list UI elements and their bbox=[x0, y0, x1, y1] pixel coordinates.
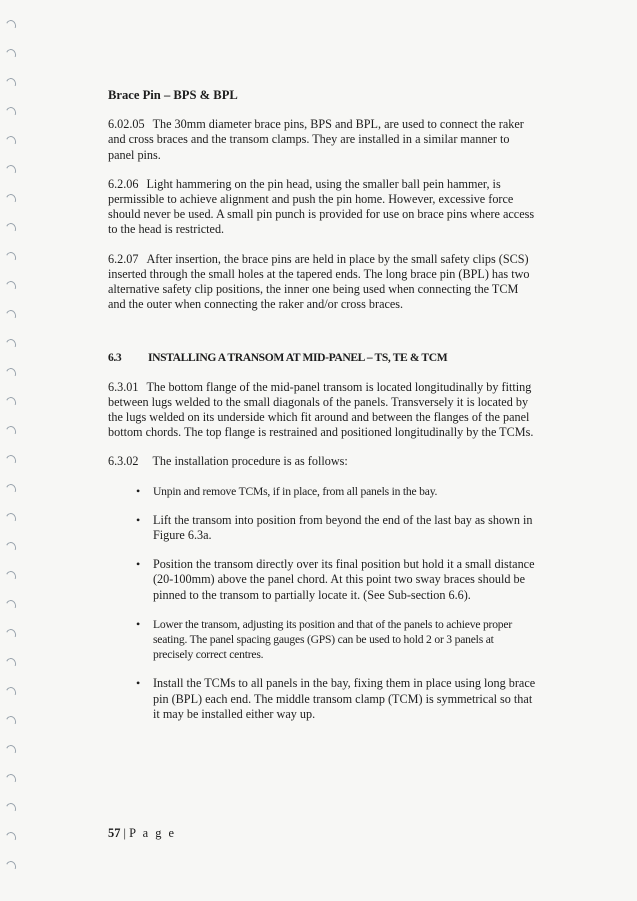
spiral-binding bbox=[4, 18, 20, 890]
list-item-text: Install the TCMs to all panels in the ba… bbox=[153, 676, 536, 721]
procedure-list: • Unpin and remove TCMs, if in place, fro… bbox=[108, 484, 536, 722]
list-item: • Unpin and remove TCMs, if in place, fro… bbox=[108, 484, 536, 499]
list-item: • Lift the transom into position from bey… bbox=[108, 513, 536, 543]
bullet-icon: • bbox=[136, 512, 141, 527]
subsection-heading: Brace Pin – BPS & BPL bbox=[108, 88, 238, 102]
paragraph-text: The bottom flange of the mid-panel trans… bbox=[108, 379, 534, 440]
paragraph-text: The 30mm diameter brace pins, BPS and BP… bbox=[108, 117, 524, 162]
bullet-icon: • bbox=[136, 557, 141, 572]
list-item: • Position the transom directly over its … bbox=[108, 557, 536, 603]
bullet-icon: • bbox=[136, 616, 141, 631]
paragraph-number: 6.2.06 bbox=[108, 176, 139, 191]
paragraph-number: 6.02.05 bbox=[108, 117, 145, 132]
page-number: 57 bbox=[108, 826, 121, 840]
bullet-icon: • bbox=[136, 483, 141, 498]
section-heading: 6.3 INSTALLING A TRANSOM AT MID-PANEL – T… bbox=[108, 350, 536, 365]
list-item-text: Unpin and remove TCMs, if in place, from… bbox=[153, 484, 438, 498]
paragraph-text: After insertion, the brace pins are held… bbox=[108, 251, 530, 312]
list-item-text: Lift the transom into position from beyo… bbox=[153, 512, 533, 543]
list-item: • Lower the transom, adjusting its positi… bbox=[108, 617, 536, 663]
list-item-text: Position the transom directly over its f… bbox=[153, 557, 535, 602]
bullet-icon: • bbox=[136, 676, 141, 691]
footer-separator: | bbox=[123, 826, 126, 840]
page-footer: 57 | P a g e bbox=[108, 826, 176, 841]
paragraph-number: 6.2.07 bbox=[108, 251, 139, 266]
page-label: P a g e bbox=[129, 826, 177, 840]
section-title: INSTALLING A TRANSOM AT MID-PANEL – TS, … bbox=[148, 351, 448, 365]
paragraph-6-3-02: 6.3.02 The installation procedure is as f… bbox=[108, 454, 536, 469]
paragraph-text: The installation procedure is as follows… bbox=[152, 454, 348, 469]
paragraph-number: 6.3.01 bbox=[108, 379, 139, 394]
section-number: 6.3 bbox=[108, 351, 122, 365]
list-item-text: Lower the transom, adjusting its positio… bbox=[153, 617, 513, 662]
paragraph-text: Light hammering on the pin head, using t… bbox=[108, 176, 535, 237]
paragraph-number: 6.3.02 bbox=[108, 454, 139, 469]
list-item: • Install the TCMs to all panels in the b… bbox=[108, 676, 536, 722]
